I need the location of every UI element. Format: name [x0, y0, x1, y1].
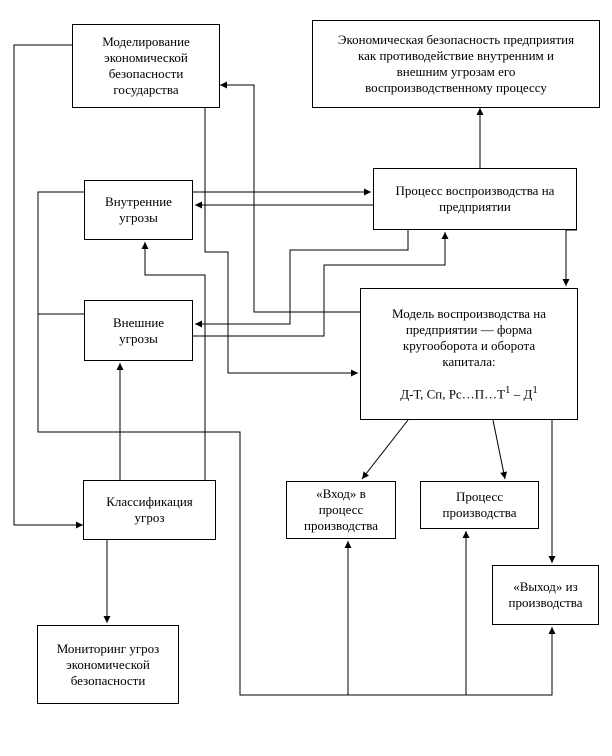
node-monitoring-label: Мониторинг угроз экономической безопасно…: [56, 640, 160, 688]
node-production-process-label: Процесс производства: [442, 489, 517, 520]
formula-main: Д-Т, Сп, Рс…П…Т: [400, 386, 506, 402]
connector-process-to-model: [562, 229, 577, 286]
connector-modeling-to-model: [204, 108, 358, 377]
node-enterprise-security-label: Экономическая безопасность предприятия к…: [337, 32, 575, 95]
node-production-output-label: «Выход» из производства: [508, 579, 583, 610]
node-reproduction-model-label: Модель воспроизводства на предприятии — …: [391, 305, 547, 369]
formula-superscript-2: 1: [532, 383, 538, 396]
node-internal-threats-label: Внутренние угрозы: [105, 194, 172, 225]
node-monitoring: Мониторинг угроз экономической безопасно…: [37, 625, 179, 704]
node-threat-classification-label: Классификация угроз: [106, 494, 193, 525]
node-internal-threats: Внутренние угрозы: [84, 180, 193, 240]
capital-circulation-formula: Д-Т, Сп, Рс…П…Т1 – Д1: [392, 382, 546, 402]
node-reproduction-model: Модель воспроизводства на предприятии — …: [360, 288, 578, 420]
node-state-modeling: Моделирование экономической безопасности…: [72, 24, 220, 108]
formula-superscript-1: 1: [505, 383, 511, 396]
connector-process-to-external: [195, 230, 409, 328]
connector-model-to-input: [361, 419, 409, 480]
node-state-modeling-label: Моделирование экономической безопасности…: [102, 34, 190, 97]
connector-modeling-to-classification: [13, 44, 83, 529]
node-production-input-label: «Вход» в процесс производства: [303, 486, 379, 533]
node-production-output: «Выход» из производства: [492, 565, 599, 625]
node-enterprise-security: Экономическая безопасность предприятия к…: [312, 20, 600, 108]
connector-model-to-production: [492, 419, 508, 480]
node-production-input: «Вход» в процесс производства: [286, 481, 396, 539]
node-production-process: Процесс производства: [420, 481, 539, 529]
node-external-threats-label: Внешние угрозы: [112, 314, 165, 346]
formula-dash: – Д: [510, 386, 533, 402]
connector-model-to-modeling: [220, 81, 360, 313]
connector-external-to-process: [193, 232, 449, 337]
connector-classification-to-internal: [141, 242, 206, 480]
node-external-threats: Внешние угрозы: [84, 300, 193, 361]
node-reproduction-model-content: Модель воспроизводства на предприятии — …: [392, 306, 546, 402]
node-reproduction-process: Процесс воспроизводства на предприятии: [373, 168, 577, 230]
node-threat-classification: Классификация угроз: [83, 480, 216, 540]
node-reproduction-process-label: Процесс воспроизводства на предприятии: [395, 183, 555, 214]
connector-threats-to-outputs: [37, 191, 556, 696]
